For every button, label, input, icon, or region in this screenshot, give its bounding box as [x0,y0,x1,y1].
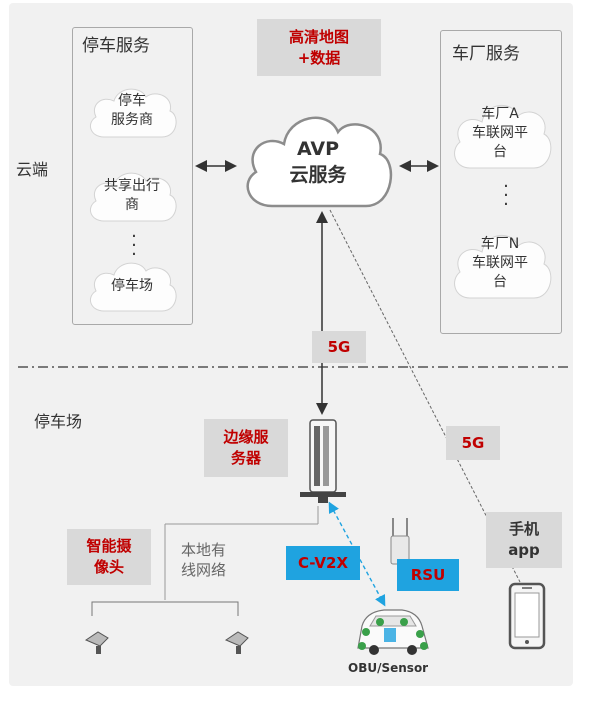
smartphone-icon [508,582,546,650]
cv2x-box: C-V2X [286,546,360,580]
cloud-oem-n: 车厂N 车联网平 台 [446,222,554,304]
cloud-oem-a-label: 车厂A 车联网平 台 [472,105,528,160]
phone-app-box: 手机 app [486,512,562,568]
hd-map-data-box: 高清地图 +数据 [257,19,381,76]
cloud-shared-mobility: 共享出行 商 [82,165,182,227]
avp-cloud-label: AVP 云服务 [289,138,347,186]
camera-icon [84,631,109,654]
vehicle-obu-sensor-label: OBU/Sensor [348,661,429,675]
cloud-parking-lot: 停车场 [82,255,182,317]
cloud-parking-lot-label: 停车场 [111,277,153,294]
parking-side-label: 停车场 [34,412,83,431]
cloud-shape-icon [89,262,177,312]
cloud-oem-n-label: 车厂N 车联网平 台 [472,235,528,290]
cloud-parking-provider-label: 停车 服务商 [111,93,153,128]
large-cloud-icon [246,116,393,208]
edge-server-icon [300,419,346,503]
oem-service-ellipsis: ··· [503,176,509,215]
parking-service-ellipsis: ··· [131,226,137,265]
cloud-side-label: 云端 [16,160,49,179]
rsu-box: RSU [397,559,459,591]
cloud-shape-icon [454,235,552,299]
camera-bracket [91,601,239,616]
car-icon [357,609,429,655]
parking-service-title: 停车服务 [82,36,150,56]
smart-camera-box: 智能摄 像头 [67,529,151,585]
cloud-parking-provider: 停车 服务商 [82,79,182,143]
cloud-shape-icon [89,172,177,222]
cloud-oem-a: 车厂A 车联网平 台 [446,92,554,174]
avp-cloud-service: AVP 云服务 [238,98,398,214]
oem-service-title: 车厂服务 [452,44,520,64]
link-5g-right-box: 5G [446,426,500,460]
camera-icon [224,631,249,654]
local-network-label: 本地有 线网络 [181,541,227,579]
cloud-shape-icon [89,88,177,138]
cloud-shape-icon [454,105,552,169]
edge-server-box: 边缘服 务器 [204,419,288,477]
cloud-shared-mobility-label: 共享出行 商 [104,178,160,213]
link-5g-left-box: 5G [312,331,366,363]
